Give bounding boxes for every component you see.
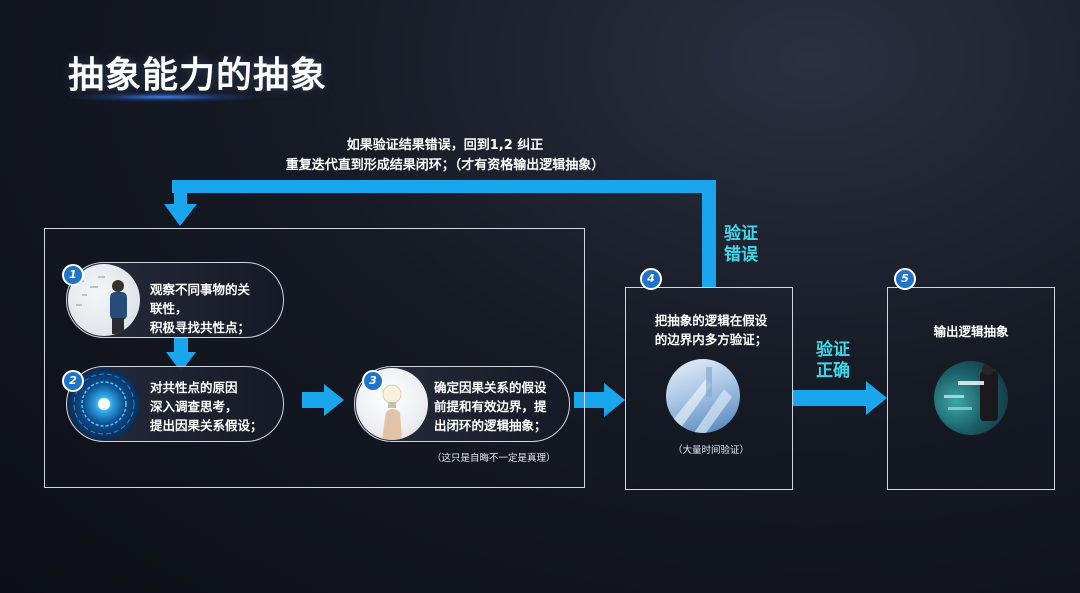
- step-3-badge: 3: [362, 370, 384, 392]
- step-3-text: 确定因果关系的假设 前提和有效边界，提 出闭环的逻辑抽象；: [434, 378, 570, 435]
- arrow-4-to-5-head: [866, 381, 887, 415]
- step-5-text: 输出逻辑抽象: [900, 322, 1042, 341]
- loop-arrow-top-segment: [172, 180, 716, 193]
- step-4-badge: 4: [640, 268, 662, 290]
- step-1-text: 观察不同事物的关 联性， 积极寻找共性点；: [150, 280, 280, 337]
- verify-wrong-label: 验证 错误: [724, 224, 758, 266]
- step-1-badge: 1: [62, 264, 84, 286]
- arrow-3-to-4-head: [604, 383, 625, 417]
- step-4-text: 把抽象的逻辑在假设 的边界内多方验证；: [640, 311, 782, 349]
- step-5-photo: [934, 361, 1008, 435]
- loop-arrow-up-segment: [702, 180, 716, 288]
- loop-arrow-down-segment: [174, 180, 187, 206]
- step-5-badge: 5: [894, 268, 916, 290]
- step-4-note: （大量时间验证）: [640, 442, 782, 456]
- step-2-badge: 2: [62, 370, 84, 392]
- loop-arrow-head: [164, 204, 197, 226]
- verify-right-label: 验证 正确: [816, 340, 850, 382]
- step-4-photo: [666, 359, 740, 433]
- step-2-text: 对共性点的原因 深入调查思考， 提出因果关系假设；: [150, 378, 282, 435]
- step-3-note: （这只是自晦不一定是真理）: [432, 450, 556, 464]
- arrow-4-to-5-shaft: [793, 390, 867, 406]
